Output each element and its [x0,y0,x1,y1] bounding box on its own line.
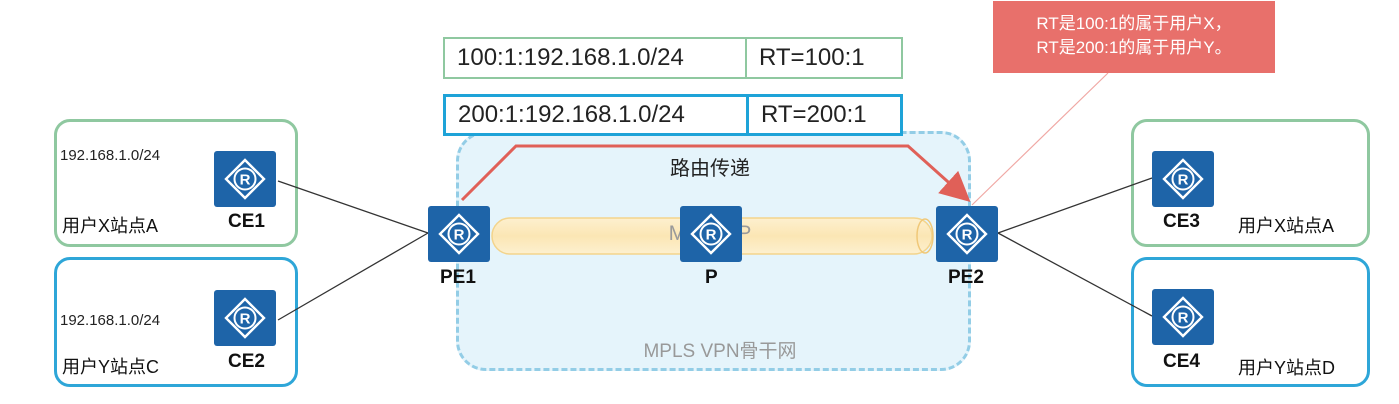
route-propagation-label: 路由传递 [670,158,750,180]
route-entry-y: 200:1:192.168.1.0/24 RT=200:1 [443,94,903,136]
svg-text:R: R [1178,310,1189,327]
site-c-left-ip: 192.168.1.0/24 [60,312,161,329]
svg-text:R: R [240,311,251,328]
ce4-label: CE4 [1163,351,1200,372]
router-icon[interactable]: R [214,290,276,346]
svg-text:R: R [454,227,465,244]
ce3-label: CE3 [1163,211,1200,232]
link-ce2-pe1 [277,232,429,321]
rt-value-y: RT=200:1 [746,97,900,133]
callout-line-2: RT是200:1的属于用户Y。 [1036,38,1232,57]
link-pe2-ce4 [997,232,1153,317]
svg-text:R: R [706,227,717,244]
router-icon[interactable]: R [936,206,998,262]
ce2-label: CE2 [228,351,265,372]
pe1-label: PE1 [440,267,476,288]
rt-value-x: RT=100:1 [745,39,901,77]
router-icon[interactable]: R [680,206,742,262]
site-d-right-name: 用户Y站点D [1238,358,1336,378]
rt-callout: RT是100:1的属于用户X， RT是200:1的属于用户Y。 [993,1,1275,73]
rd-prefix-y: 200:1:192.168.1.0/24 [458,101,685,128]
rd-prefix-x: 100:1:192.168.1.0/24 [457,44,684,71]
site-a-left-name: 用户X站点A [62,216,159,236]
router-icon[interactable]: R [428,206,490,262]
svg-text:R: R [240,172,251,189]
router-icon[interactable]: R [1152,151,1214,207]
site-c-left-name: 用户Y站点C [62,357,160,377]
pe2-label: PE2 [948,267,984,288]
route-propagation-arrow [460,144,971,203]
backbone-label: MPLS VPN骨干网 [643,341,797,362]
link-pe2-ce3 [997,177,1153,234]
callout-pointer-line [971,72,1109,206]
router-icon[interactable]: R [214,151,276,207]
router-icon[interactable]: R [1152,289,1214,345]
svg-text:R: R [962,227,973,244]
p-label: P [705,267,718,288]
svg-text:R: R [1178,172,1189,189]
site-a-left-ip: 192.168.1.0/24 [60,147,161,164]
callout-line-1: RT是100:1的属于用户X， [1036,14,1232,33]
ce1-label: CE1 [228,211,265,232]
route-entry-x: 100:1:192.168.1.0/24 RT=100:1 [443,37,903,79]
site-a-right-name: 用户X站点A [1238,216,1335,236]
link-ce1-pe1 [277,180,429,234]
